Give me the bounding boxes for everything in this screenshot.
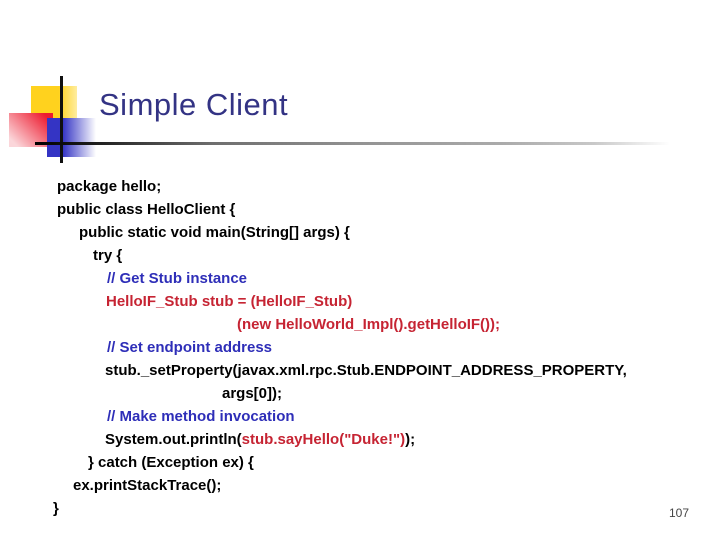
code-block: package hello; public class HelloClient {… xyxy=(53,175,627,520)
code-segment: } xyxy=(53,500,59,517)
code-line: HelloIF_Stub stub = (HelloIF_Stub) xyxy=(53,290,627,313)
code-segment: stub._setProperty(javax.xml.rpc.Stub.END… xyxy=(105,362,627,379)
code-segment: stub.sayHello("Duke!") xyxy=(241,431,406,448)
page-number: 107 xyxy=(669,506,690,520)
code-segment: public static void main(String[] args) { xyxy=(79,224,350,241)
code-line: System.out.println(stub.sayHello("Duke!"… xyxy=(53,428,627,451)
code-line: public class HelloClient { xyxy=(53,198,627,221)
code-line: // Set endpoint address xyxy=(53,336,627,359)
decoration-vertical-line xyxy=(60,76,63,163)
code-line: stub._setProperty(javax.xml.rpc.Stub.END… xyxy=(53,359,627,382)
decoration-blue-square xyxy=(47,118,96,157)
code-segment: (new HelloWorld_Impl().getHelloIF()); xyxy=(237,316,501,333)
code-segment: // Make method invocation xyxy=(107,408,295,425)
code-segment: // Get Stub instance xyxy=(107,270,248,287)
code-line: } xyxy=(53,497,627,520)
code-segment: } catch (Exception ex) { xyxy=(88,454,254,471)
code-segment: public class HelloClient { xyxy=(57,201,236,218)
code-line: public static void main(String[] args) { xyxy=(53,221,627,244)
code-line: args[0]); xyxy=(53,382,627,405)
code-line: // Make method invocation xyxy=(53,405,627,428)
code-line: ex.printStackTrace(); xyxy=(53,474,627,497)
code-line: try { xyxy=(53,244,627,267)
code-line: } catch (Exception ex) { xyxy=(53,451,627,474)
code-line: // Get Stub instance xyxy=(53,267,627,290)
decoration-yellow-square xyxy=(31,86,77,118)
code-line: (new HelloWorld_Impl().getHelloIF()); xyxy=(53,313,627,336)
code-segment: try { xyxy=(93,247,123,264)
code-line: package hello; xyxy=(53,175,627,198)
code-segment: args[0]); xyxy=(222,385,283,402)
code-segment: package hello; xyxy=(57,178,162,195)
code-segment: HelloIF_Stub stub = (HelloIF_Stub) xyxy=(106,293,353,310)
slide-title: Simple Client xyxy=(99,87,289,122)
code-segment: ); xyxy=(405,431,416,448)
code-segment: // Set endpoint address xyxy=(107,339,273,356)
title-underline xyxy=(35,142,670,145)
code-segment: ex.printStackTrace(); xyxy=(73,477,222,494)
decoration-red-square xyxy=(9,113,53,147)
code-segment: System.out.println( xyxy=(105,431,242,448)
